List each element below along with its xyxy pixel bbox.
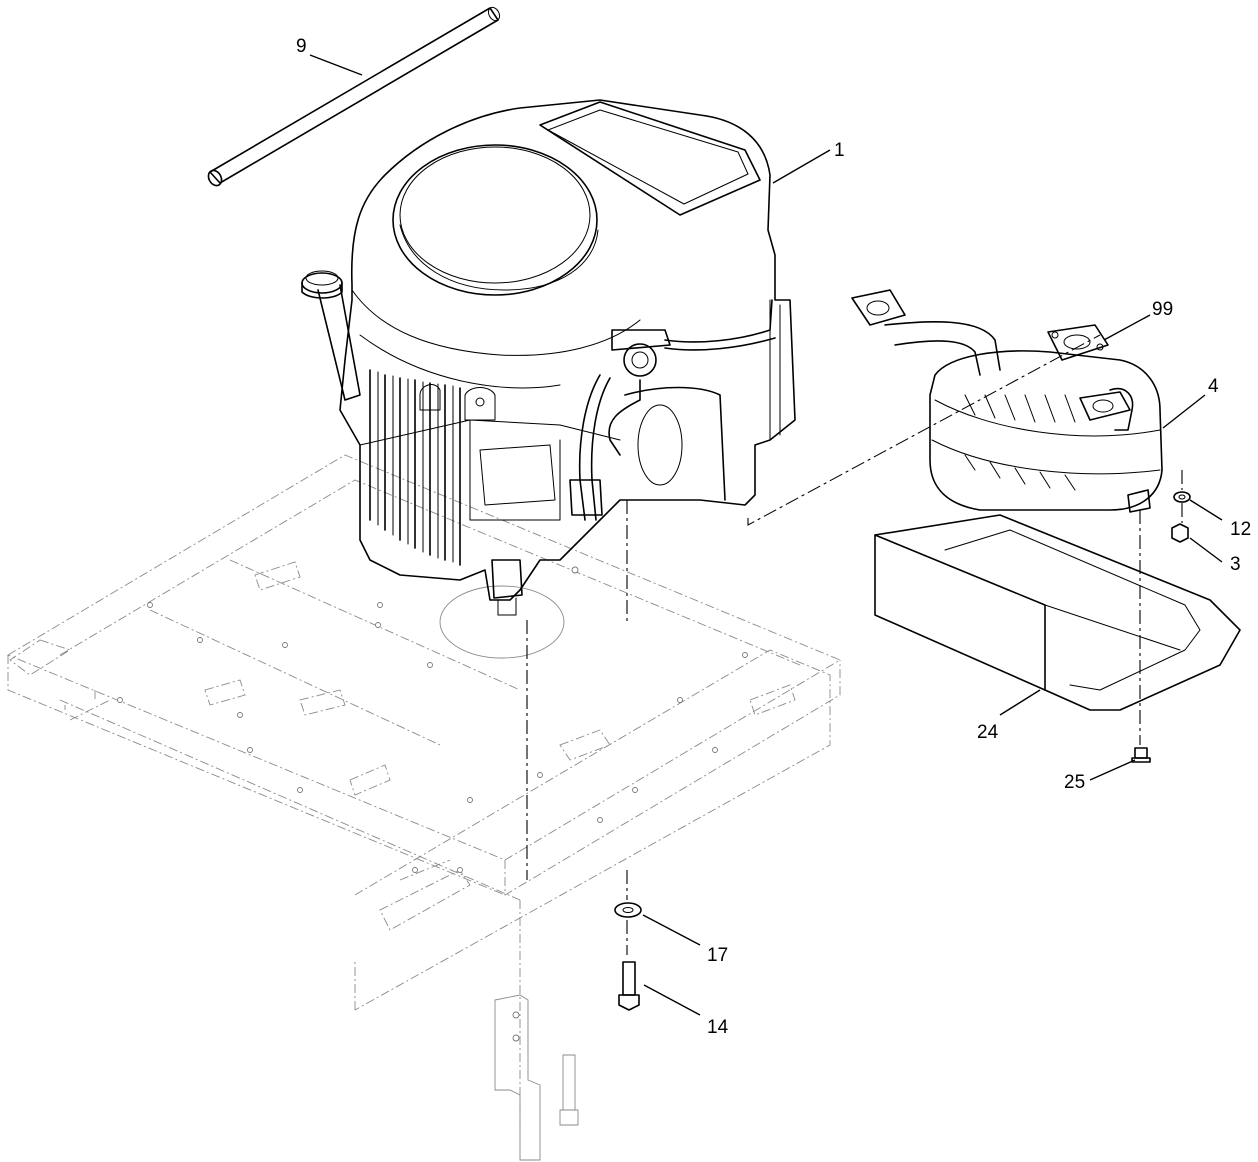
alignment-lines <box>526 334 1183 955</box>
callout-14: 14 <box>707 1017 729 1038</box>
callout-24: 24 <box>977 722 999 743</box>
callout-1: 1 <box>834 140 845 161</box>
callout-12: 12 <box>1230 519 1251 540</box>
washer-17-shape <box>614 902 642 918</box>
chassis-frame-phantom <box>6 454 842 1160</box>
muffler <box>851 289 1163 513</box>
exhaust-gasket <box>1047 324 1109 361</box>
callout-3: 3 <box>1230 554 1241 575</box>
callout-99: 99 <box>1152 299 1173 320</box>
bolt-25-shape <box>1134 747 1148 759</box>
callout-4: 4 <box>1208 376 1219 397</box>
engine-mount-bracket-phantom <box>494 994 579 1161</box>
leader-lines <box>309 54 1223 1016</box>
nut-3-shape <box>1171 523 1189 543</box>
washer-12-shape <box>1173 491 1191 503</box>
callout-labels: 9 1 99 4 12 3 24 25 17 14 <box>296 36 1251 1038</box>
callout-17: 17 <box>707 945 728 966</box>
bolt-14-shape <box>622 961 636 996</box>
breather-tube <box>207 6 501 187</box>
callout-9: 9 <box>296 36 307 57</box>
callout-25: 25 <box>1064 772 1085 793</box>
engine-assembly <box>301 99 796 616</box>
heat-shield <box>874 514 1241 711</box>
hardware-parts <box>614 491 1191 1011</box>
